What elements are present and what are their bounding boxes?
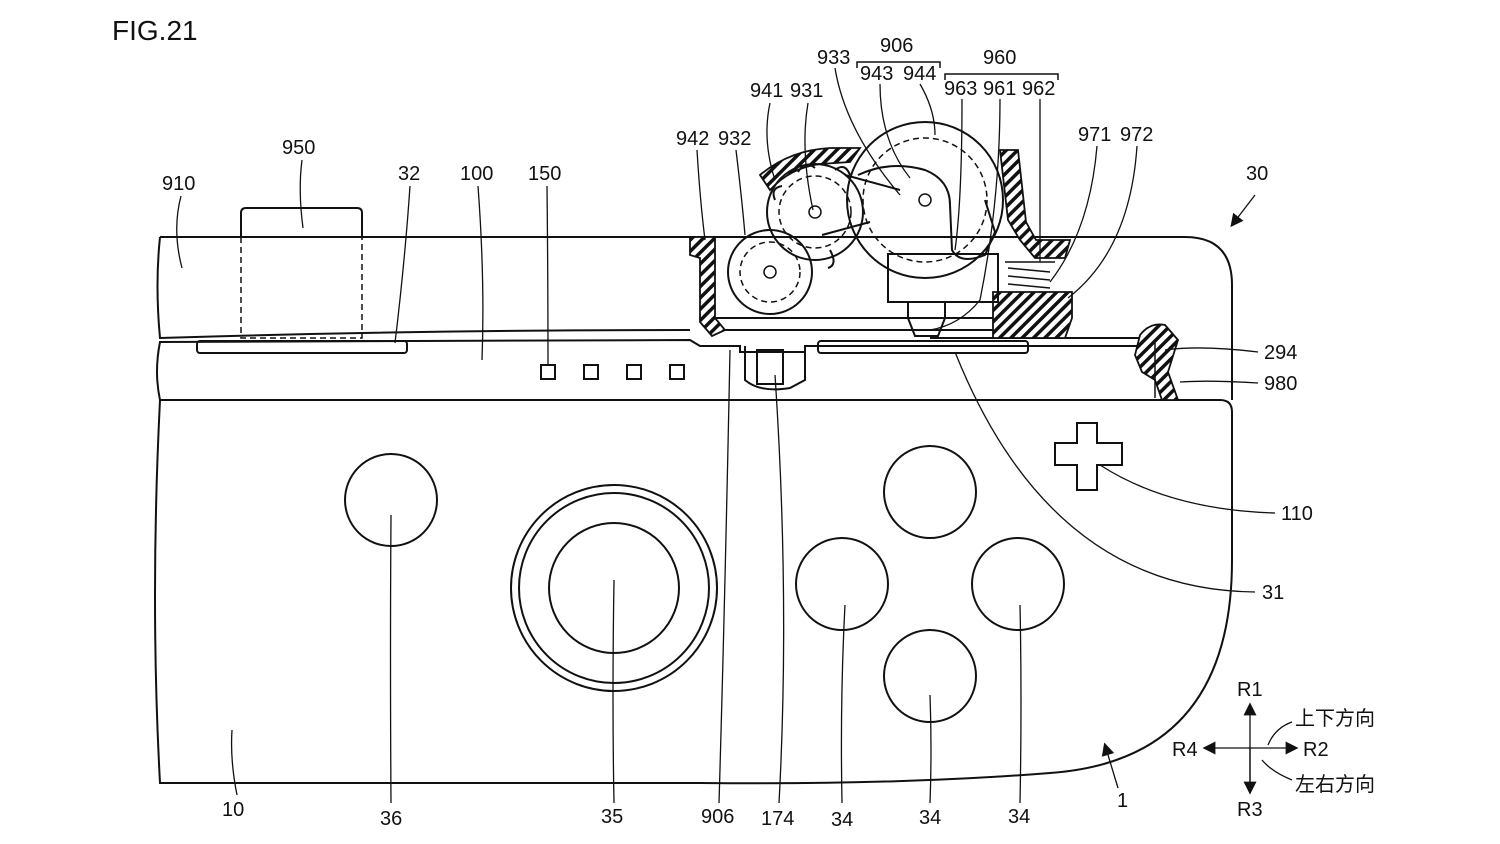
slider-rail-strip [156,338,1172,401]
label-933: 933 [817,47,850,69]
controller-body-outline [154,399,1233,785]
small-gear-teeth [739,241,801,303]
large-gear-944 [846,121,1004,279]
dpad-110 [1054,422,1123,491]
leader-lines [176,67,1276,804]
slider-pin [907,302,946,337]
label-1: 1 [1117,790,1128,812]
label-962: 962 [1022,78,1055,100]
label-950: 950 [282,137,315,159]
label-34-a: 34 [831,809,853,831]
label-963: 963 [944,78,977,100]
indicator-led-4 [669,364,685,380]
medium-gear-teeth [778,175,852,249]
label-941: 941 [750,80,783,102]
label-961: 961 [983,78,1016,100]
medium-gear-shaft [808,205,822,219]
label-35: 35 [601,806,623,828]
direction-horizontal-label: 左右方向 [1295,772,1375,796]
analog-stick-ring [518,492,710,684]
button-34-right [971,537,1065,631]
label-906-top: 906 [880,35,913,57]
figure-title: FIG.21 [112,15,198,46]
recess-31 [817,340,1029,354]
label-31: 31 [1262,582,1284,604]
label-980: 980 [1264,373,1297,395]
direction-vertical-label: 上下方向 [1295,706,1375,730]
latch-174-inner [756,349,784,385]
direction-legend [1202,702,1299,795]
direction-labels: R1 R2 R3 R4 上下方向 左右方向 [1172,679,1375,821]
direction-r2: R2 [1303,739,1329,761]
arrow-30 [1230,194,1256,228]
cam-arm-961 [857,165,997,260]
label-960: 960 [983,47,1016,69]
reference-labels: 906 960 933 943 944 941 931 963 961 962 … [162,35,1313,831]
label-910: 910 [162,173,195,195]
latch-174 [744,346,806,391]
housing-left-wall [689,236,727,338]
small-gear-932 [727,229,813,315]
medium-gear-931 [766,163,864,261]
indicator-led-2 [583,364,599,380]
brace-906 [856,61,941,68]
main-unit-body-910 [160,236,1233,400]
label-100: 100 [460,163,493,185]
housing-top-cap [758,147,862,192]
label-150: 150 [528,163,561,185]
large-gear-shaft [918,193,932,207]
part-950-hidden [240,237,363,339]
label-30: 30 [1246,163,1268,185]
button-34-bottom [883,629,977,723]
label-932: 932 [718,128,751,150]
large-gear-teeth [862,137,988,263]
main-unit-bottom-edge [156,236,691,340]
label-931: 931 [790,80,823,102]
analog-stick-35 [548,522,680,654]
direction-r3: R3 [1237,799,1263,821]
label-906-bottom: 906 [701,806,734,828]
label-110: 110 [1281,503,1313,525]
label-972: 972 [1120,124,1153,146]
brace-960 [944,73,1059,80]
label-294: 294 [1264,342,1297,364]
direction-r4: R4 [1172,739,1198,761]
label-34-c: 34 [1008,806,1030,828]
housing-right-wall [998,149,1072,259]
label-10: 10 [222,799,244,821]
spring-971 [1005,261,1055,289]
label-32: 32 [398,163,420,185]
small-gear-shaft [763,265,777,279]
button-34-left [795,537,889,631]
direction-r1: R1 [1237,679,1263,701]
analog-stick-outer [510,484,718,692]
label-944: 944 [903,63,936,85]
label-942: 942 [676,128,709,150]
arrow-1 [1101,742,1119,789]
indicator-led-3 [626,364,642,380]
label-971: 971 [1078,124,1111,146]
label-34-b: 34 [919,807,941,829]
label-36: 36 [380,808,402,830]
label-174: 174 [761,808,794,830]
gear-link-933 [821,174,901,236]
locking-block-972 [992,291,1073,339]
locking-part-294 [1134,323,1180,401]
indicator-led-1 [540,364,556,380]
button-34-top [883,445,977,539]
slider-block [887,253,999,303]
label-943: 943 [860,63,893,85]
recess-32 [196,340,408,354]
